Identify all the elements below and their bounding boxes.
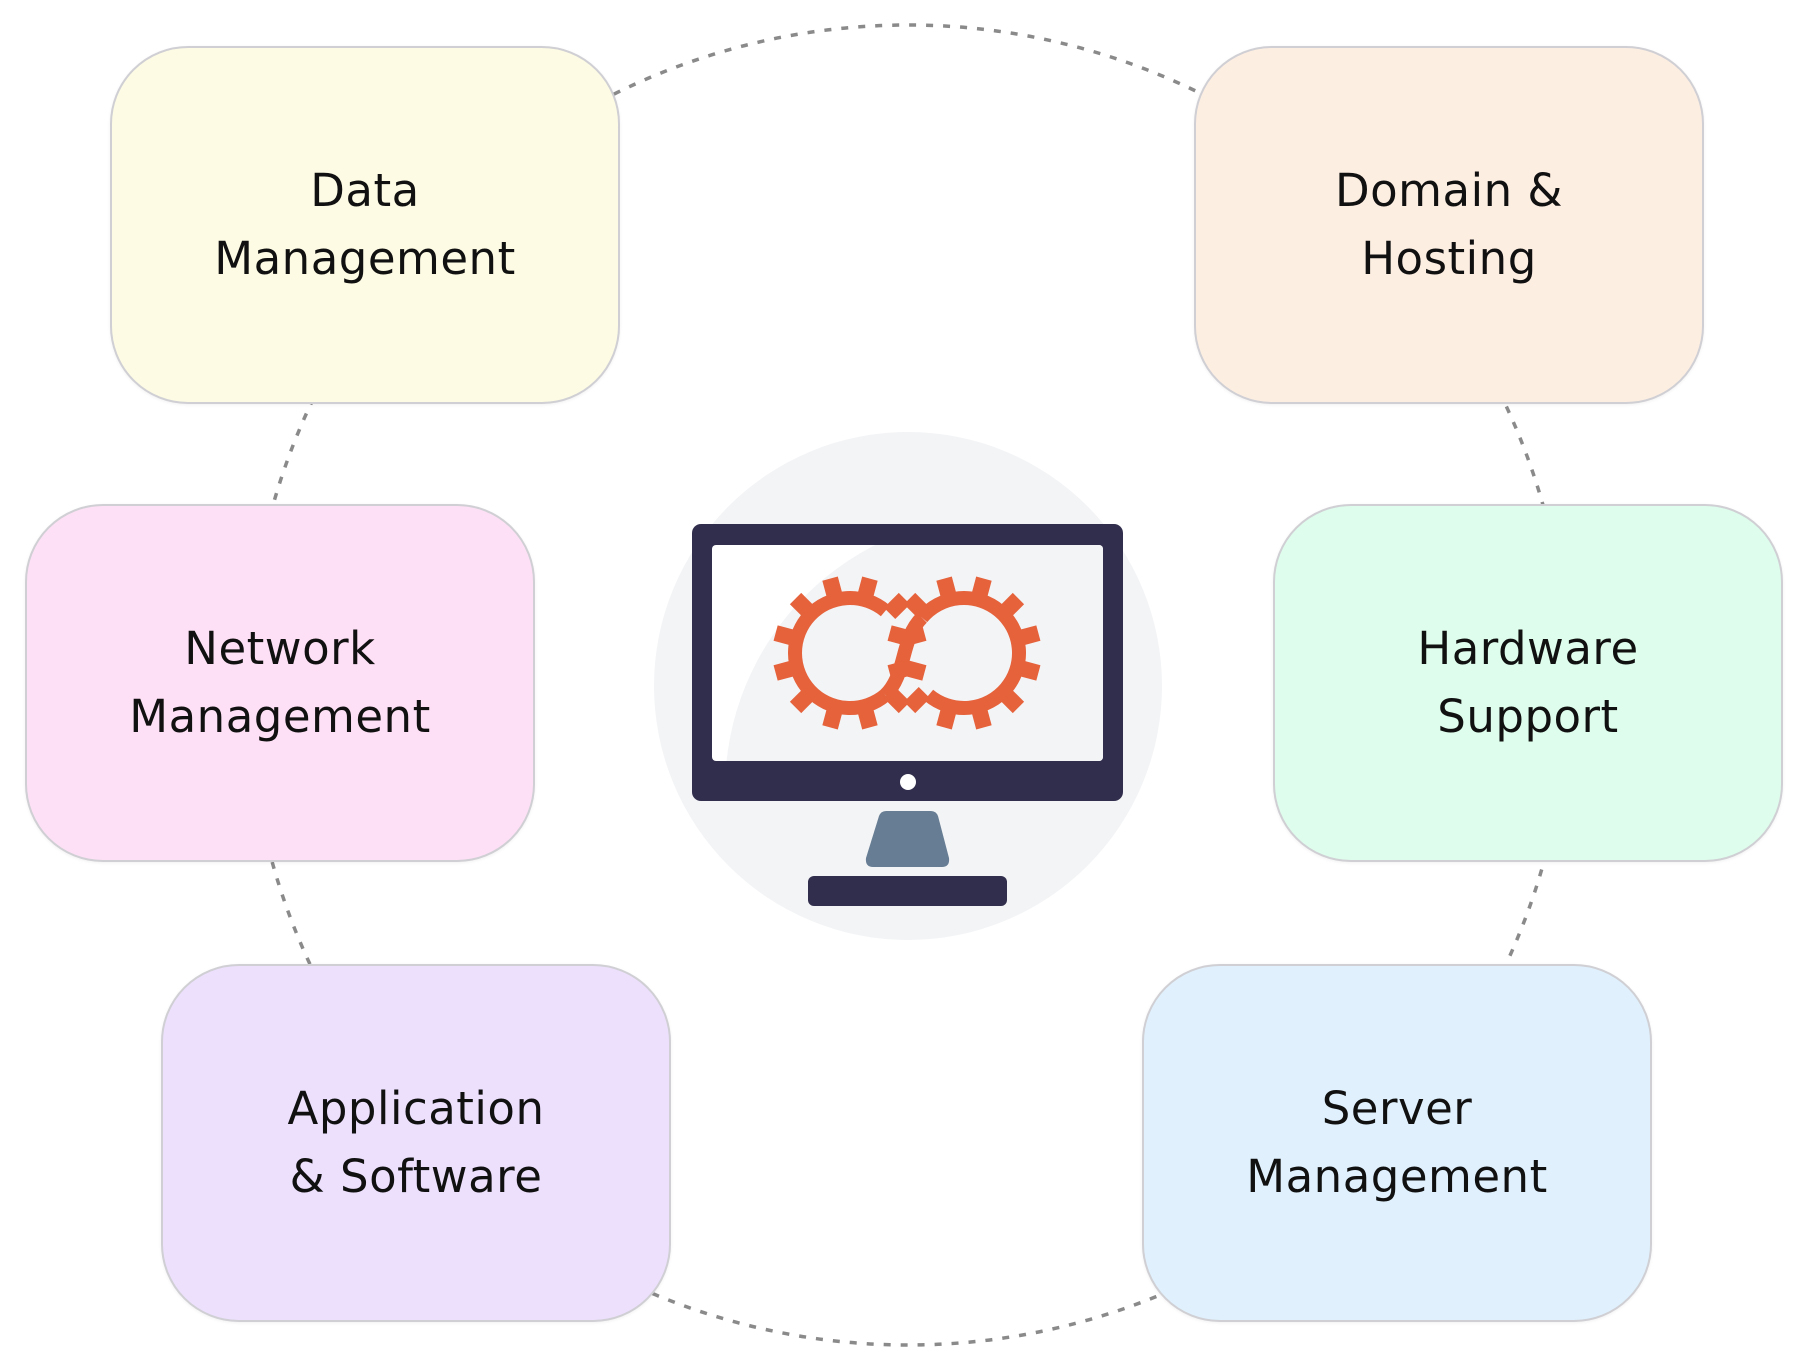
card-data-management[interactable]: Data Management — [110, 46, 620, 404]
card-label: Domain & Hosting — [1334, 164, 1563, 285]
card-label: Application & Software — [287, 1082, 545, 1203]
card-hardware-support[interactable]: Hardware Support — [1273, 504, 1783, 862]
card-label: Hardware Support — [1417, 622, 1639, 743]
card-server-management[interactable]: Server Management — [1142, 964, 1652, 1322]
card-label: Server Management — [1246, 1082, 1548, 1203]
card-label: Data Management — [214, 164, 516, 285]
card-domain-hosting[interactable]: Domain & Hosting — [1194, 46, 1704, 404]
card-network-management[interactable]: Network Management — [25, 504, 535, 862]
card-label: Network Management — [129, 622, 431, 743]
card-application-software[interactable]: Application & Software — [161, 964, 671, 1322]
